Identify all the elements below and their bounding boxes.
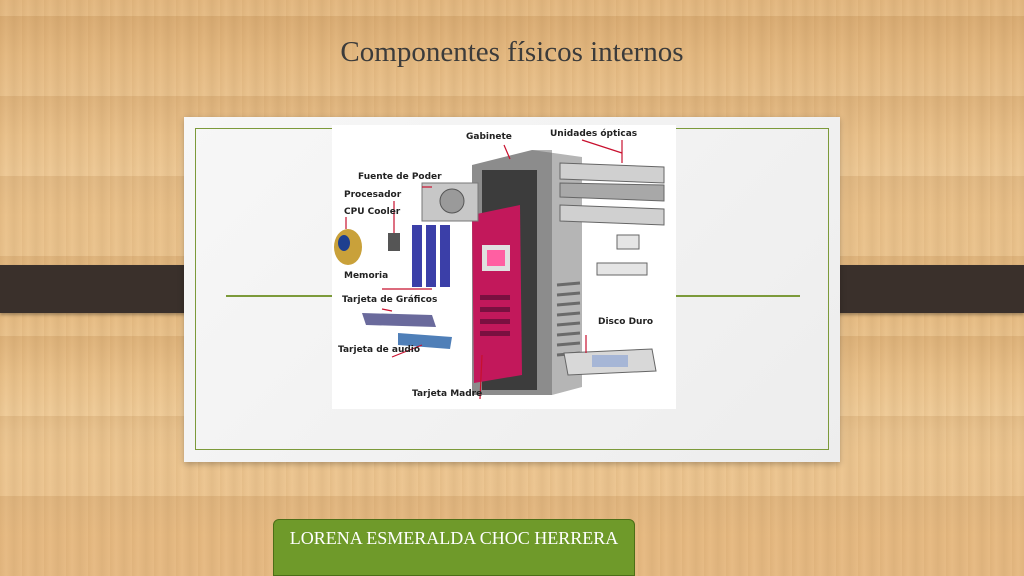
label-tarjeta-graficos: Tarjeta de Gráficos [342,295,438,305]
author-name-box: LORENA ESMERALDA CHOC HERRERA [273,519,635,576]
label-tarjeta-madre: Tarjeta Madre [412,389,483,399]
frame-line-left [226,295,334,297]
image-card: Gabinete Unidades ópticas Fuente de Pode… [184,117,840,462]
pc-tower-illustration [334,139,665,400]
label-procesador: Procesador [344,190,402,200]
label-cpu-cooler: CPU Cooler [344,207,401,217]
label-memoria: Memoria [344,271,389,281]
slide-title: Componentes físicos internos [340,36,684,68]
pc-components-diagram: Gabinete Unidades ópticas Fuente de Pode… [332,125,676,409]
label-tarjeta-audio: Tarjeta de audio [338,345,421,355]
strap-left [0,265,204,313]
label-gabinete: Gabinete [466,132,512,142]
frame-line-right [674,295,800,297]
label-disco-duro: Disco Duro [598,317,654,327]
strap-right [820,265,1024,313]
label-fuente-poder: Fuente de Poder [358,172,442,182]
label-unidades-opticas: Unidades ópticas [550,129,638,139]
